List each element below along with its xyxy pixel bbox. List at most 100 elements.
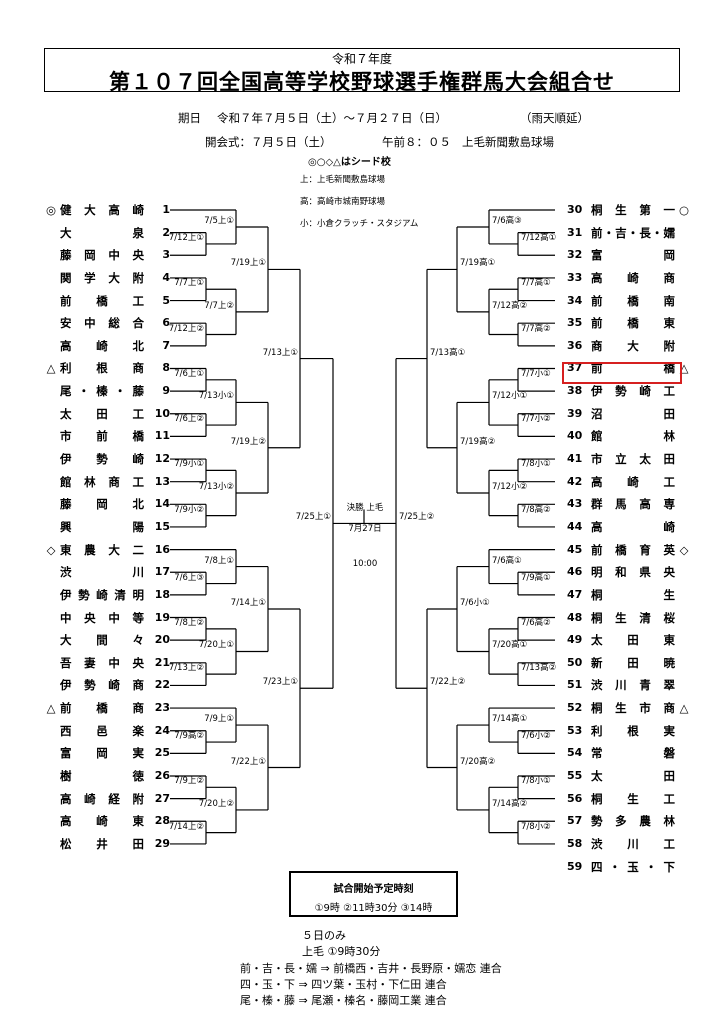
school-number: 23 xyxy=(154,701,170,715)
school-number: 14 xyxy=(154,497,170,511)
game-label: 7/9高② xyxy=(174,731,204,742)
school-name: 吾妻中央 xyxy=(60,655,144,670)
school-number: 45 xyxy=(567,542,583,556)
school-name: 高崎工 xyxy=(591,474,675,489)
school-number: 19 xyxy=(154,610,170,624)
game-label: 7/22上① xyxy=(230,756,266,767)
school-number: 1 xyxy=(162,203,170,216)
game-label: 7/6高③ xyxy=(492,215,522,226)
school-name: 尾・榛・藤 xyxy=(60,384,144,399)
joint-team-note: 四・玉・下 ⇒ 四ツ葉・玉村・下仁田 連合 xyxy=(240,978,447,991)
school-number: 31 xyxy=(567,225,583,239)
school-number: 27 xyxy=(154,791,170,805)
school-name: 桐生 xyxy=(591,587,675,602)
school-name: 伊勢崎商 xyxy=(60,678,144,693)
game-label: 7/13上② xyxy=(168,663,204,674)
page-title: 第１０７回全国高等学校野球選手権群馬大会組合せ xyxy=(109,70,615,94)
school-entry: 伊勢崎工 38 xyxy=(567,381,697,401)
school-number: 20 xyxy=(154,633,170,647)
school-entry: 渋川青翠 51 xyxy=(567,675,697,695)
school-name: 桐生清桜 xyxy=(591,610,675,625)
school-name: 新田暁 xyxy=(591,655,675,670)
school-number: 38 xyxy=(567,384,583,398)
school-name: 渋川 xyxy=(60,565,144,580)
school-name: 健大高崎 xyxy=(60,203,144,217)
game-label: 7/7小① xyxy=(521,368,551,379)
school-number: 16 xyxy=(154,542,170,556)
game-label: 7/20高① xyxy=(492,640,528,651)
game-label: 7/5上① xyxy=(204,215,234,226)
school-name: 前橋南 xyxy=(591,293,675,308)
school-number: 51 xyxy=(567,678,583,692)
school-number: 22 xyxy=(154,678,170,692)
school-number: 53 xyxy=(567,723,583,737)
game-label: 7/9高① xyxy=(521,572,551,583)
game-label: 7/20高② xyxy=(460,756,496,767)
game-label: 7/12高① xyxy=(521,232,557,243)
seed-mark: △ xyxy=(46,701,56,716)
game-label: 7/12小② xyxy=(492,482,528,492)
school-name: 伊勢崎 xyxy=(60,452,144,467)
school-number: 43 xyxy=(567,497,583,511)
school-name: 安中総合 xyxy=(60,316,144,331)
school-number: 42 xyxy=(567,474,583,488)
school-name: 太田 xyxy=(591,769,675,783)
title-box: 令和７年度 第１０７回全国高等学校野球選手権群馬大会組合せ xyxy=(44,48,680,94)
school-number: 25 xyxy=(154,746,170,760)
school-number: 54 xyxy=(567,746,583,760)
game-label: 7/7高① xyxy=(521,278,551,289)
school-name: 伊勢崎工 xyxy=(591,384,675,399)
school-number: 55 xyxy=(567,769,583,782)
school-number: 17 xyxy=(154,565,170,579)
seed-mark: ○ xyxy=(678,203,690,217)
school-name: 桐生工 xyxy=(591,791,675,806)
school-name: 四・玉・下 xyxy=(591,859,675,874)
game-label: 7/9上② xyxy=(174,776,204,787)
game-label: 7/8小① xyxy=(521,776,551,787)
school-name: 渋川青翠 xyxy=(591,678,675,693)
school-number: 29 xyxy=(154,836,170,850)
game-label: 7/14上① xyxy=(230,598,266,609)
school-name: 沼田 xyxy=(591,406,675,421)
venue-takasaki: 高：高崎市城南野球場 xyxy=(300,197,386,207)
school-entry: 伊勢崎商 22 xyxy=(44,675,174,695)
school-number: 11 xyxy=(154,429,170,443)
venue-ogura: 小：小倉クラッチ・スタジアム xyxy=(300,219,419,229)
school-number: 37 xyxy=(567,361,583,375)
game-label: 7/12小① xyxy=(492,391,528,402)
seed-mark: ◇ xyxy=(679,542,689,557)
school-number: 52 xyxy=(567,701,583,715)
game-label: 7/22上② xyxy=(430,677,466,688)
school-number: 24 xyxy=(154,723,170,737)
game-label: 7/9小② xyxy=(174,504,204,515)
game-label: 7/6小② xyxy=(521,731,551,742)
game-label: 7/7上② xyxy=(204,300,234,311)
legend-title: 試合開始予定時刻 xyxy=(333,884,414,895)
legend-slots: ①9時 ②11時30分 ③14時 xyxy=(314,903,433,914)
school-number: 4 xyxy=(162,270,170,284)
